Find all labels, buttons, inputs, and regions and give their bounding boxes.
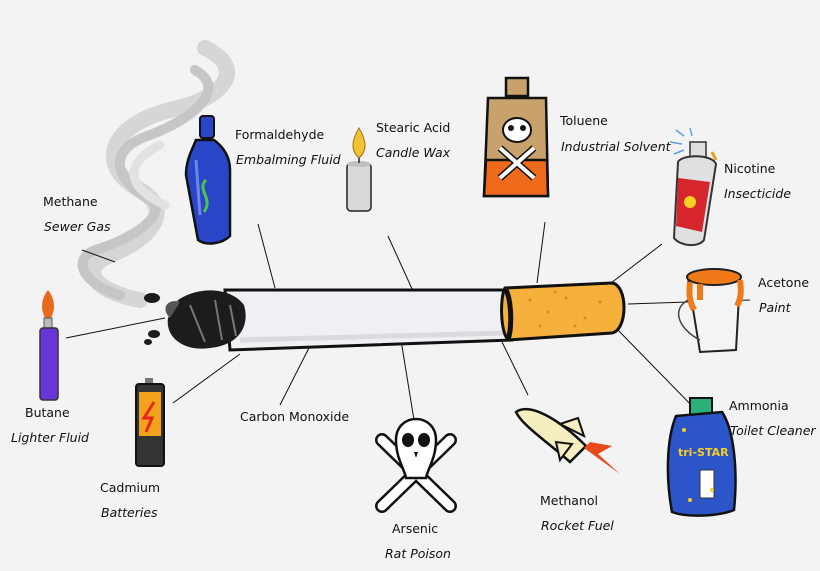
chemical-use-ammonia: Toilet Cleaner <box>730 423 816 438</box>
chemical-use-methane: Sewer Gas <box>44 219 111 234</box>
chemical-name-methanol: Methanol <box>540 493 599 508</box>
battery-icon <box>135 378 165 467</box>
lighter-icon <box>39 290 59 401</box>
rocket-icon <box>514 407 620 474</box>
chemical-use-cadmium: Batteries <box>101 505 158 520</box>
svg-text:tri-STAR: tri-STAR <box>678 446 729 459</box>
chemical-name-ammonia: Ammonia <box>729 398 789 413</box>
chemical-name-arsenic: Arsenic <box>392 521 439 536</box>
chemical-name-toluene: Toluene <box>560 113 608 128</box>
chemical-use-arsenic: Rat Poison <box>385 546 451 561</box>
chemical-use-toluene: Industrial Solvent <box>561 139 671 154</box>
chemical-name-stearic-acid: Stearic Acid <box>376 120 451 135</box>
cleaner-bottle-icon: tri-STAR <box>666 397 737 517</box>
chemical-use-methanol: Rocket Fuel <box>541 518 614 533</box>
bottle-icon <box>184 115 232 245</box>
chemical-name-formaldehyde: Formaldehyde <box>235 127 325 142</box>
chemical-name-nicotine: Nicotine <box>724 161 776 176</box>
connector-lines <box>65 221 751 421</box>
chemical-use-butane: Lighter Fluid <box>11 430 89 445</box>
chemical-name-carbon-monoxide: Carbon Monoxide <box>240 409 350 424</box>
chemical-name-cadmium: Cadmium <box>100 480 161 495</box>
candle-icon <box>346 127 372 212</box>
poison-flask-icon <box>482 76 550 198</box>
chemical-use-nicotine: Insecticide <box>724 186 792 201</box>
spray-can-icon <box>669 127 718 246</box>
skull-crossbones-icon <box>375 417 457 513</box>
paint-bucket-icon <box>677 268 744 354</box>
cigarette <box>144 281 626 352</box>
smoke-icon <box>77 40 235 308</box>
chemical-use-formaldehyde: Embalming Fluid <box>236 152 341 167</box>
chemical-name-acetone: Acetone <box>758 275 810 290</box>
chemical-name-methane: Methane <box>43 194 98 209</box>
chemical-use-acetone: Paint <box>759 300 791 315</box>
chemical-name-butane: Butane <box>25 405 70 420</box>
chemical-use-stearic-acid: Candle Wax <box>376 145 451 160</box>
